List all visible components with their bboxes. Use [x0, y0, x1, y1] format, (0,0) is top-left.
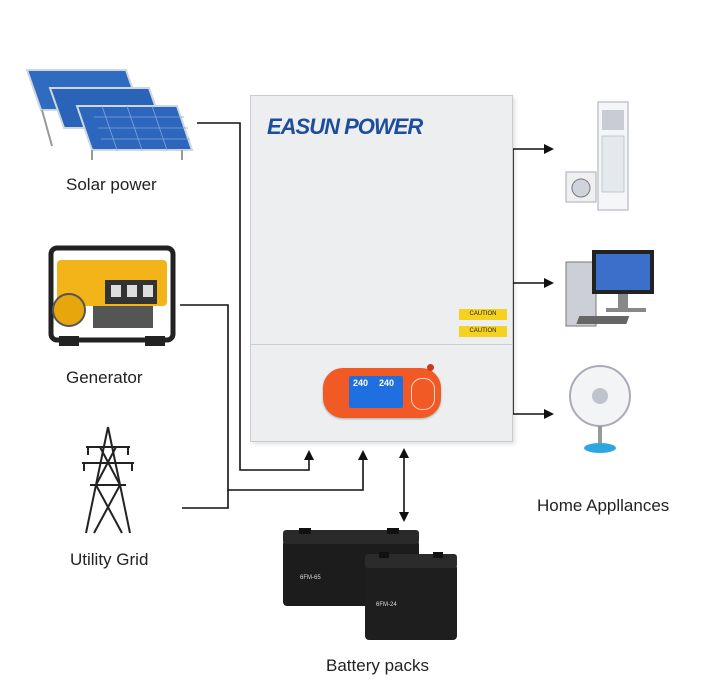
air-conditioner-washer-icon: [562, 100, 634, 217]
output-line-fan: [512, 283, 554, 419]
control-panel: 240 240: [323, 368, 441, 418]
solar-connection-line: [197, 122, 314, 471]
caution-sticker-1: CAUTION: [459, 309, 507, 320]
solar-panel-icon: [22, 66, 202, 171]
easun-logo: EASUN POWER: [267, 114, 423, 139]
inverter-divider: [251, 344, 512, 345]
lcd-left-value: 240: [353, 378, 369, 388]
battery-icon: [281, 528, 461, 648]
battery2-model-label: 6FM-24: [376, 602, 397, 608]
electric-fan-icon: [566, 362, 636, 459]
battery1-model-label: 6FM-65: [300, 575, 321, 581]
lcd-right-value: 240: [379, 378, 395, 388]
transmission-tower-icon: [80, 425, 136, 542]
home-appliances-label: Home Appllances: [537, 496, 670, 515]
output-bus-line: [512, 144, 554, 283]
control-buttons[interactable]: [411, 378, 435, 410]
utility-grid-label: Utility Grid: [70, 550, 149, 569]
desktop-computer-icon: [562, 248, 662, 333]
caution-sticker-2: CAUTION: [459, 326, 507, 337]
inverter-unit: EASUN POWER CAUTION CAUTION 240 240: [250, 95, 513, 442]
battery-packs-label: Battery packs: [326, 656, 429, 675]
generator-icon: [45, 240, 180, 360]
lcd-display: 240 240: [349, 376, 403, 408]
solar-power-label: Solar power: [66, 175, 157, 194]
grid-connection-line: [182, 490, 229, 509]
power-indicator-light: [427, 364, 434, 371]
generator-label: Generator: [66, 368, 143, 387]
